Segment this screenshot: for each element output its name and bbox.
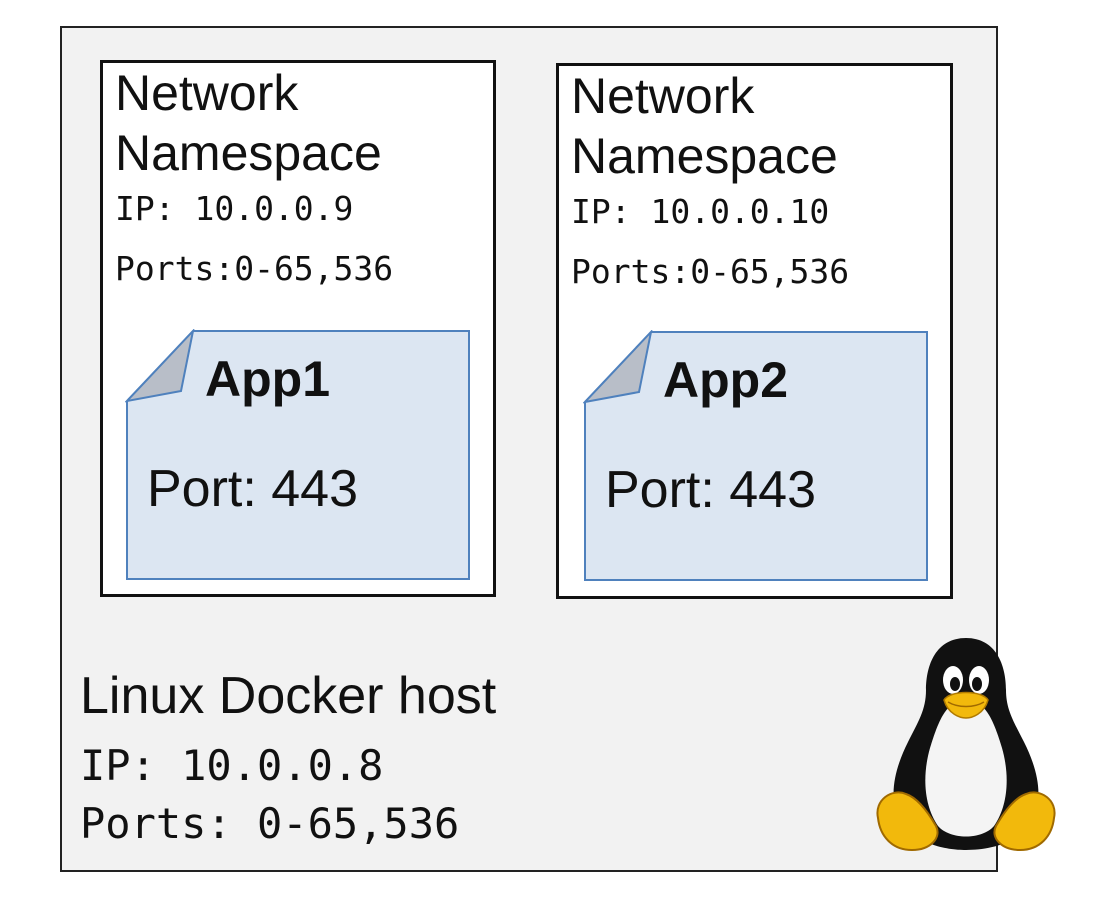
app-card-1: App1 Port: 443	[125, 329, 471, 581]
app-port: Port: 443	[605, 461, 817, 519]
host-ip: IP: 10.0.0.8	[80, 741, 384, 790]
app-name: App2	[663, 352, 788, 408]
app-name: App1	[205, 351, 330, 407]
app-card-2: App2 Port: 443	[583, 330, 929, 582]
namespace-ip: IP: 10.0.0.10	[571, 192, 830, 231]
app-card-shape	[583, 330, 928, 581]
namespace-title: Network Namespace	[571, 68, 838, 184]
host-ports: Ports: 0-65,536	[80, 799, 460, 848]
tux-penguin-icon	[876, 638, 1056, 852]
network-namespace-1: Network Namespace IP: 10.0.0.9 Ports:0-6…	[100, 60, 496, 597]
network-namespace-2: Network Namespace IP: 10.0.0.10 Ports:0-…	[556, 63, 953, 599]
app-card-shape	[125, 329, 470, 580]
app-port: Port: 443	[147, 460, 359, 518]
namespace-ports: Ports:0-65,536	[571, 252, 850, 291]
namespace-ip: IP: 10.0.0.9	[115, 189, 354, 228]
host-label: Linux Docker host	[80, 667, 497, 725]
namespace-ports: Ports:0-65,536	[115, 249, 394, 288]
namespace-title: Network Namespace	[115, 65, 382, 181]
